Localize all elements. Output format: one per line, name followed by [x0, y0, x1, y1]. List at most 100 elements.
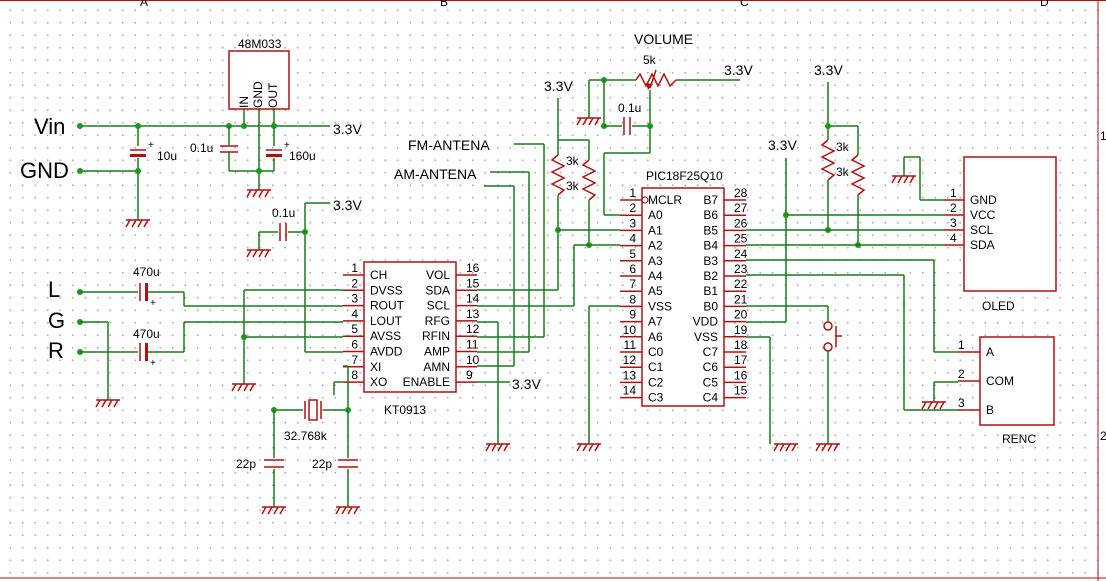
kt0913-pin-2-name: DVSS [370, 283, 403, 297]
pic-pin-3-number: 3 [629, 216, 636, 230]
regulator-name: 48M033 [238, 37, 282, 51]
frame-row-2: 2 [1100, 429, 1106, 443]
renc-name: RENC [1002, 432, 1036, 446]
kt0913-pin-12-number: 12 [466, 322, 480, 336]
cap-10u-label: 10u [157, 149, 177, 163]
kt0913-pin-10-name: AMN [423, 360, 450, 374]
pic-pin-10-number: 10 [623, 323, 637, 337]
oled-pin-1-number: 1 [950, 186, 957, 200]
kt0913-pin-13-name: RFG [425, 314, 450, 328]
pic-pin-18-name: C7 [703, 345, 719, 359]
am-antenna-label: AM-ANTENA [394, 166, 477, 182]
kt0913-name: KT0913 [384, 403, 426, 417]
oled-pin-3-name: SCL [970, 223, 994, 237]
kt0913-pin-14-name: SCL [427, 299, 451, 313]
renc-pin-2-number: 2 [958, 367, 965, 381]
pic-pin-20-name: VDD [693, 315, 719, 329]
pic-pin-2-name: A0 [648, 208, 663, 222]
pic-pin-17-number: 17 [734, 353, 748, 367]
pullup-r3-label: 3k [836, 140, 850, 154]
volume-section: VOLUME 5k 3.3V 0.1u 3.3V 3k 3k [544, 31, 753, 248]
pic-pin-12-name: C1 [648, 360, 664, 374]
oled-3v3-label: 3.3V [814, 62, 843, 78]
kt0913-pin-1-name: CH [370, 268, 387, 282]
renc-pin-3-name: B [986, 403, 994, 417]
pic-pin-24-name: B3 [703, 254, 718, 268]
cap-l-label: 470u [133, 265, 160, 279]
pullup-r1-label: 3k [566, 154, 580, 168]
pic-pin-16-name: C5 [703, 375, 719, 389]
port-vin-label: Vin [34, 114, 65, 139]
svg-text:+: + [150, 298, 156, 309]
kt0913-pin-3-name: ROUT [370, 299, 405, 313]
pic-pin-5-number: 5 [629, 247, 636, 261]
cap-vol-label: 0.1u [618, 101, 641, 115]
pic-name: PIC18F25Q10 [646, 169, 723, 183]
pic-pin-13-number: 13 [623, 368, 637, 382]
port-gnd-label: GND [20, 158, 69, 183]
oled-pin-2-number: 2 [950, 201, 957, 215]
pic-pin-6-name: A4 [648, 269, 663, 283]
pic-pin-20-number: 20 [734, 308, 748, 322]
oled-pin-3-number: 3 [950, 216, 957, 230]
frame-row-1: 1 [1100, 129, 1106, 143]
pic-pin-28-name: B7 [703, 193, 718, 207]
pic-pin-28-number: 28 [734, 186, 748, 200]
pic-pin-1-name: MCLR [648, 193, 682, 207]
pic-pin-25-number: 25 [734, 232, 748, 246]
pic-pin-7-number: 7 [629, 277, 636, 291]
pic-pin-16-number: 16 [734, 368, 748, 382]
pic-pin-27-name: B6 [703, 208, 718, 222]
audio-output-section: L G R + 470u + 470u [48, 265, 343, 408]
renc-pin-1-number: 1 [958, 338, 965, 352]
volume-3v3-label: 3.3V [724, 62, 753, 78]
pic-pin-14-name: C3 [648, 391, 664, 405]
pic-pin-5-name: A3 [648, 254, 663, 268]
kt0913-pin-6-number: 6 [351, 338, 358, 352]
cap-160u-label: 160u [289, 149, 316, 163]
kt0913-pin-16-name: VOL [426, 268, 450, 282]
pic-pin-26-number: 26 [734, 216, 748, 230]
kt0913-pin-15-number: 15 [466, 276, 480, 290]
pic-pin-18-number: 18 [734, 338, 748, 352]
pic-pin-9-name: A7 [648, 315, 663, 329]
kt0913-pin-14-number: 14 [466, 292, 480, 306]
pic-pin-25-name: B4 [703, 239, 718, 253]
pic-pin-9-number: 9 [629, 308, 636, 322]
frame-col-d: D [1040, 0, 1049, 9]
kt0913-pin-5-name: AVSS [370, 329, 401, 343]
frame-col-a-bottom: A [140, 579, 148, 581]
pic-body [641, 187, 725, 407]
oled-pin-2-name: VCC [970, 208, 996, 222]
pic-pin-21-number: 21 [734, 292, 748, 306]
reg-3v3-label: 3.3V [333, 121, 362, 137]
ground-icon [125, 219, 151, 228]
port-r-label: R [48, 338, 64, 363]
pic-pin-3-name: A1 [648, 223, 663, 237]
kt0913-pin-16-number: 16 [466, 261, 480, 275]
kt0913-pin-10-number: 10 [466, 353, 480, 367]
pic-pin-23-name: B2 [703, 269, 718, 283]
regulator-pin-gnd: GND [251, 81, 265, 108]
kt0913-pin-7-number: 7 [351, 353, 358, 367]
kt0913-pin-11-number: 11 [466, 338, 479, 352]
pic-pin-19-name: VSS [694, 330, 718, 344]
pic-pin-10-name: A6 [648, 330, 663, 344]
cap-xo-label: 22p [312, 457, 332, 471]
pullup-r4-label: 3k [836, 165, 850, 179]
kt0913-pin-2-number: 2 [351, 276, 358, 290]
kt0913-pin-4-name: LOUT [370, 314, 403, 328]
pic-pin-26-name: B5 [703, 223, 718, 237]
renc-pin-2-name: COM [986, 374, 1014, 388]
kt0913-pin-15-name: SDA [425, 283, 450, 297]
pic-pin-21-name: B0 [703, 299, 718, 313]
pic-pin-4-name: A2 [648, 239, 663, 253]
kt0913-pin-11-name: AMP [424, 345, 450, 359]
pic-pin-15-name: C4 [703, 391, 719, 405]
pic-pin-14-number: 14 [623, 384, 637, 398]
oled-body [963, 156, 1057, 292]
regulator-pin-out: OUT [266, 82, 280, 108]
